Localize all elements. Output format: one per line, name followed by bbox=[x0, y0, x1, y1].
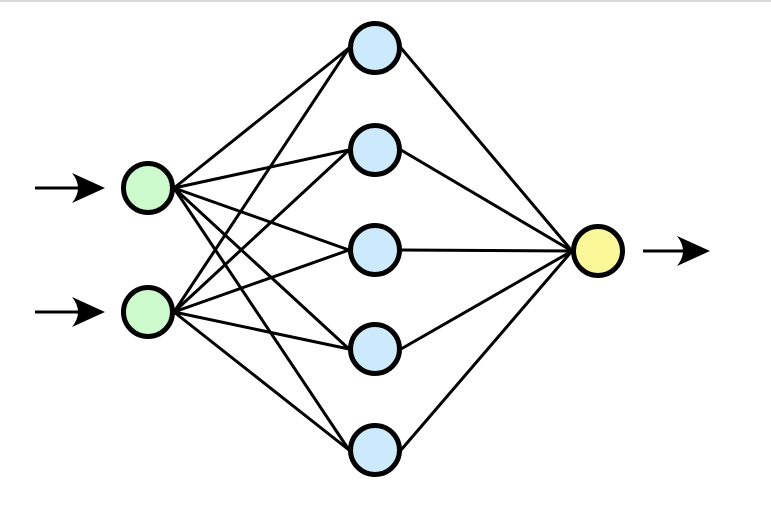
edge-hidden-layer-to-output-layer bbox=[399, 148, 574, 253]
edge-input-layer-to-hidden-layer bbox=[172, 310, 351, 452]
edge-input-layer-to-hidden-layer bbox=[172, 148, 351, 314]
edge-input-layer-to-hidden-layer bbox=[172, 248, 351, 314]
edge-hidden-layer-to-output-layer bbox=[399, 46, 574, 253]
input-arrow-top-head bbox=[72, 173, 105, 203]
edge-input-layer-to-hidden-layer bbox=[172, 148, 351, 190]
edge-input-layer-to-hidden-layer bbox=[172, 46, 351, 314]
hidden-node-1 bbox=[348, 21, 402, 75]
hidden-node-2 bbox=[348, 123, 402, 177]
hidden-node-3 bbox=[348, 223, 402, 277]
edge-input-layer-to-hidden-layer bbox=[172, 310, 351, 351]
edge-input-layer-to-hidden-layer bbox=[172, 186, 351, 351]
input-arrow-bottom-head bbox=[72, 297, 105, 327]
hidden-node-4 bbox=[348, 322, 402, 376]
input-node-1 bbox=[121, 161, 175, 215]
edge-input-layer-to-hidden-layer bbox=[172, 186, 351, 452]
edge-hidden-layer-to-output-layer bbox=[399, 249, 574, 452]
hidden-node-5 bbox=[348, 423, 402, 477]
edge-hidden-layer-to-output-layer bbox=[399, 248, 574, 253]
edge-input-layer-to-hidden-layer bbox=[172, 186, 351, 252]
output-arrow-head bbox=[677, 236, 710, 266]
edge-hidden-layer-to-output-layer bbox=[399, 249, 574, 351]
output-node-1 bbox=[571, 224, 625, 278]
top-divider bbox=[0, 0, 771, 2]
input-node-2 bbox=[121, 285, 175, 339]
edge-input-layer-to-hidden-layer bbox=[172, 46, 351, 190]
